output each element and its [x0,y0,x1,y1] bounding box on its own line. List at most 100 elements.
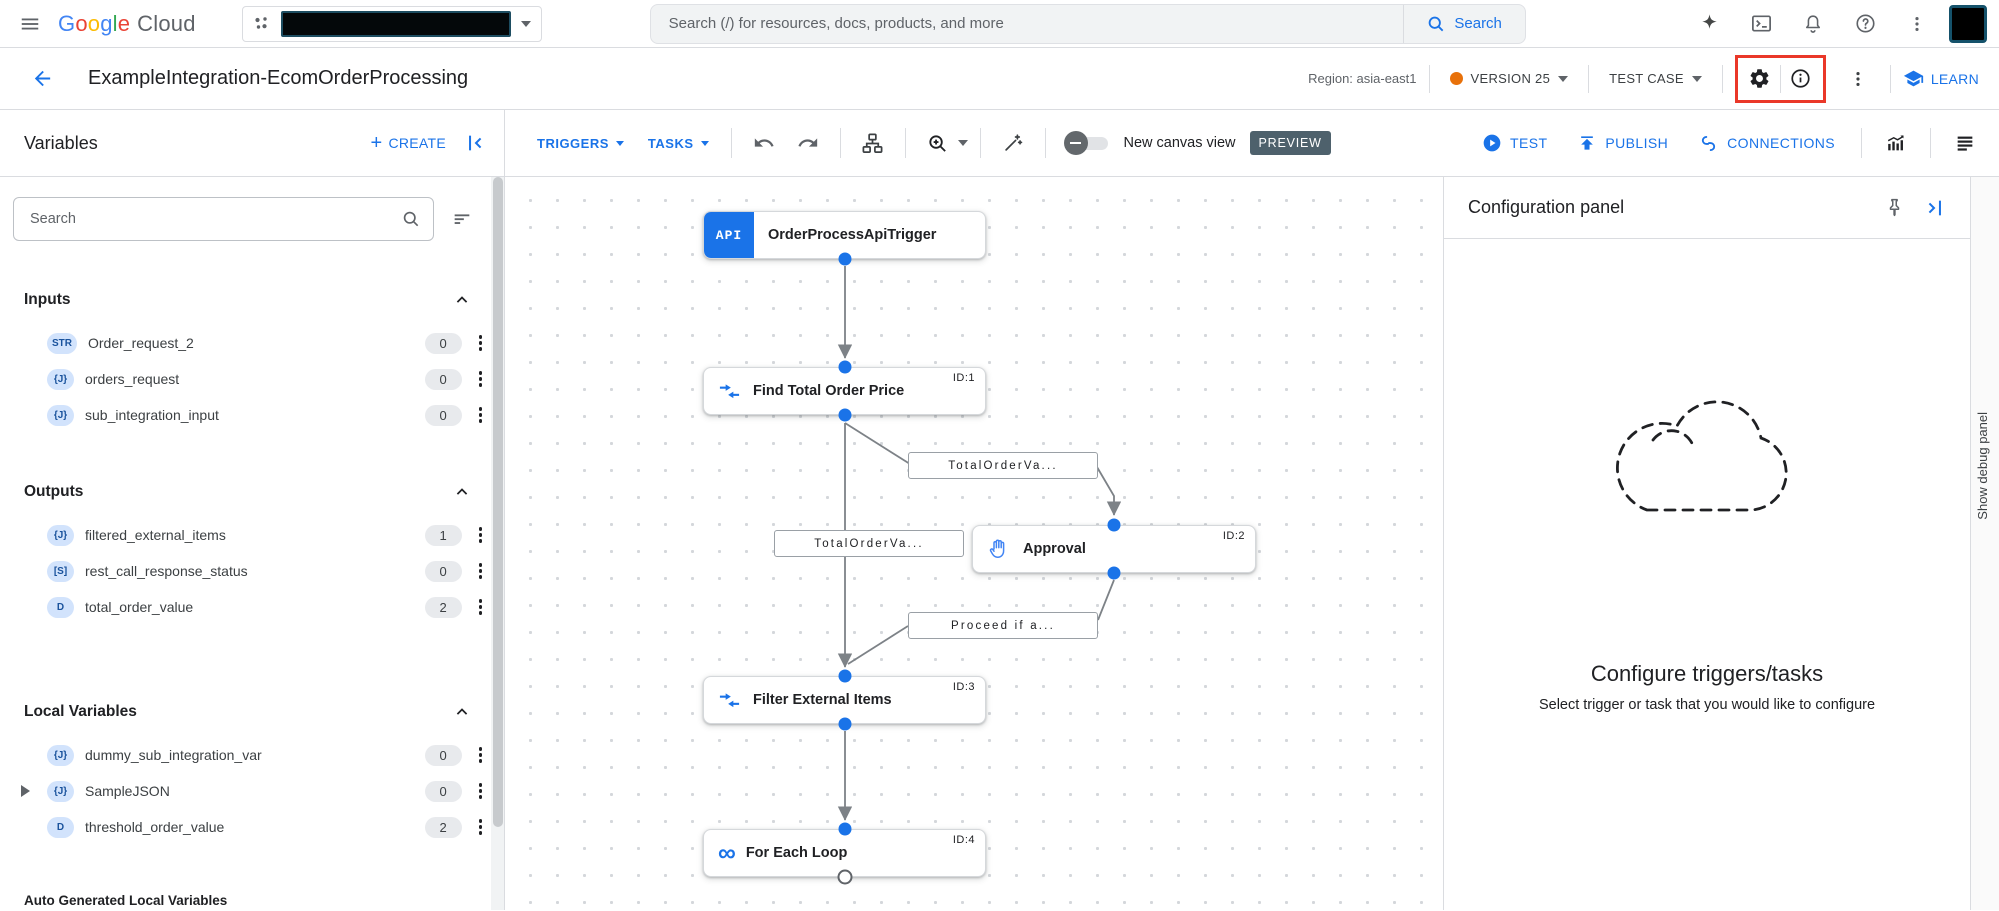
global-search-input[interactable] [650,15,1403,32]
undo-button[interactable] [744,123,784,163]
local-variables-items: {J} dummy_sub_integration_var 0 {J} Samp… [0,737,504,845]
zoom-dropdown-caret[interactable] [957,140,968,146]
divider [1588,64,1590,93]
variable-row[interactable]: {J} sub_integration_input 0 [0,397,504,433]
create-variable-button[interactable]: + CREATE [370,133,446,153]
workflow-edges [837,266,1122,821]
help-button[interactable] [1845,4,1885,44]
collapse-section-button[interactable] [446,476,478,508]
variable-row[interactable]: {J} orders_request 0 [0,361,504,397]
redo-button[interactable] [788,123,828,163]
edge-condition-label[interactable]: Proceed if a... [908,612,1098,639]
node-approval[interactable]: ID:2 Approval [972,525,1256,573]
variable-menu-button[interactable] [473,521,488,548]
variable-menu-button[interactable] [473,557,488,584]
logo-letter: o [87,10,101,36]
terminal-icon [1751,15,1771,32]
connection-port-open[interactable] [837,869,853,885]
back-button[interactable] [22,59,62,99]
node-title: Approval [1023,541,1086,557]
show-debug-panel-button[interactable]: Show debug panel [1975,412,1990,520]
variable-row[interactable]: {J} filtered_external_items 1 [0,517,504,553]
variable-menu-button[interactable] [473,813,488,840]
outputs-section: Outputs {J} filtered_external_items 1 [S… [0,477,504,625]
connection-port[interactable] [838,822,852,836]
node-order-process-api-trigger[interactable]: API OrderProcessApiTrigger [703,211,986,259]
divider [839,128,841,158]
more-options-button[interactable] [1897,4,1937,44]
chevron-down-icon [700,140,709,146]
learn-button[interactable]: LEARN [1903,68,1979,89]
tasks-menu-button[interactable]: TASKS [638,128,719,159]
variable-type-badge: D [47,816,74,838]
divider [1930,128,1931,158]
chevron-down-icon [1691,75,1702,82]
variable-row[interactable]: D total_order_value 2 [0,589,504,625]
triggers-menu-button[interactable]: TRIGGERS [527,128,634,159]
connection-port[interactable] [838,717,852,731]
connection-port[interactable] [1107,566,1121,580]
variables-sort-button[interactable] [442,199,482,239]
collapse-panel-button[interactable] [1914,188,1954,228]
test-label: TEST [1510,135,1548,151]
scrollbar-thumb[interactable] [492,177,503,827]
publish-button[interactable]: PUBLISH [1565,125,1680,161]
global-search-button[interactable]: Search [1402,4,1525,43]
auto-layout-button[interactable] [853,123,893,163]
edit-tools-button[interactable] [993,123,1033,163]
zoom-button[interactable] [918,123,958,163]
chevron-down-icon [615,140,624,146]
metrics-button[interactable] [1876,123,1916,163]
connections-button[interactable]: CONNECTIONS [1686,125,1847,162]
notifications-button[interactable] [1793,4,1833,44]
workflow-canvas[interactable]: API OrderProcessApiTrigger ID:1 Find Tot… [505,177,1443,910]
new-canvas-view-toggle[interactable] [1063,131,1110,155]
connection-port[interactable] [838,669,852,683]
info-button[interactable] [1781,59,1821,99]
project-selector[interactable] [241,5,542,42]
edge-condition-label[interactable]: TotalOrderVa... [908,452,1098,479]
variables-search-input[interactable] [18,211,401,227]
variable-row[interactable]: STR Order_request_2 0 [0,325,504,361]
header-more-button[interactable] [1838,59,1878,99]
variable-menu-button[interactable] [473,365,488,392]
variable-row[interactable]: [S] rest_call_response_status 0 [0,553,504,589]
connection-port[interactable] [838,408,852,422]
avatar[interactable] [1949,4,1987,43]
test-case-selector[interactable]: TEST CASE [1601,65,1710,92]
collapse-section-button[interactable] [446,284,478,316]
variable-menu-button[interactable] [473,777,488,804]
variable-menu-button[interactable] [473,741,488,768]
settings-button[interactable] [1740,59,1780,99]
edge-condition-label[interactable]: TotalOrderVa... [774,530,964,557]
hamburger-menu-button[interactable] [10,4,50,44]
cloud-shell-button[interactable] [1741,4,1781,44]
node-id-label: ID:3 [952,681,975,693]
learn-label: LEARN [1930,70,1979,87]
test-button[interactable]: TEST [1470,125,1559,161]
metrics-chart-icon [1887,135,1904,151]
sidebar-search-row [0,197,504,241]
connection-port[interactable] [838,360,852,374]
logs-button[interactable] [1945,123,1985,163]
variable-row[interactable]: D threshold_order_value 2 [0,809,504,845]
collapse-section-button[interactable] [446,696,478,728]
vertical-dots-icon [1915,16,1919,31]
connection-port[interactable] [1107,518,1121,532]
section-title: Local Variables [24,703,137,720]
data-mapping-icon [718,380,741,403]
gemini-button[interactable] [1689,4,1729,44]
variable-menu-button[interactable] [473,329,488,356]
variable-row[interactable]: {J} dummy_sub_integration_var 0 [0,737,504,773]
collapse-variables-panel-button[interactable] [456,123,496,163]
pin-panel-button[interactable] [1874,188,1914,228]
connection-port[interactable] [838,252,852,266]
variable-row[interactable]: {J} SampleJSON 0 [0,773,504,809]
expand-arrow-icon[interactable] [14,783,36,799]
variable-menu-button[interactable] [473,593,488,620]
sidebar-scrollbar[interactable] [491,177,504,910]
variable-menu-button[interactable] [473,401,488,428]
version-selector[interactable]: VERSION 25 [1442,65,1577,92]
usage-count-badge: 2 [424,816,462,838]
